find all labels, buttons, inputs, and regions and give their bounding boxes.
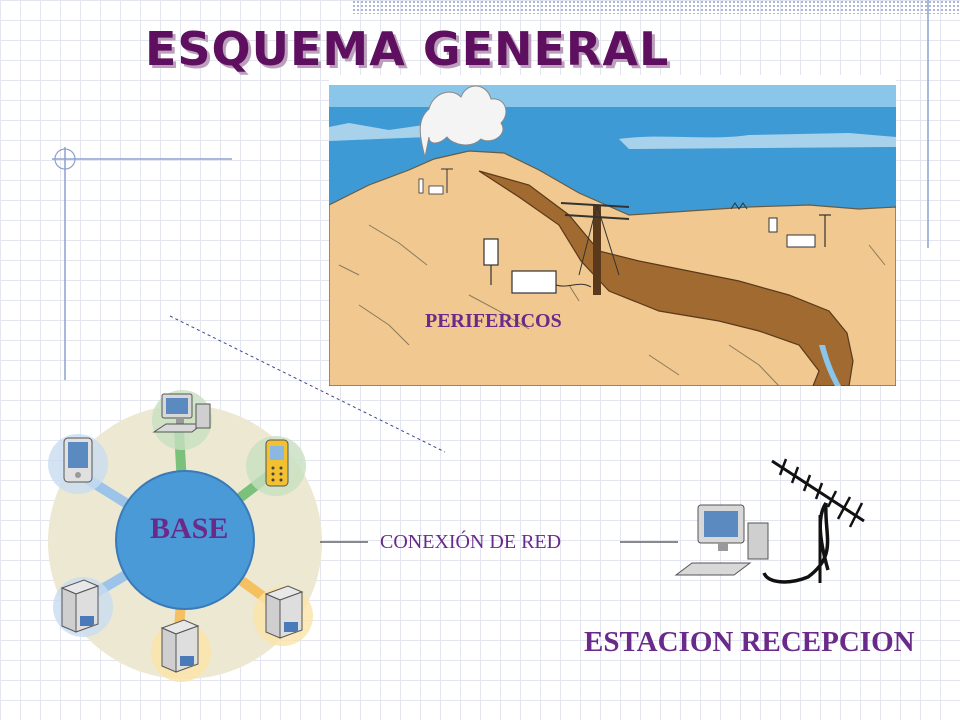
computer-icon <box>152 393 211 433</box>
network-connection-label: CONEXIÓN DE RED <box>380 531 562 553</box>
server-icon <box>60 579 100 633</box>
page-title: ESQUEMA GENERAL <box>145 22 670 76</box>
computer-icon <box>674 504 769 576</box>
base-hub <box>115 470 255 610</box>
peripherals-label: PERIFERICOS <box>425 310 562 332</box>
receiving-station <box>674 458 865 584</box>
network-diagram <box>48 390 322 682</box>
antenna-icon <box>762 458 865 584</box>
phone-icon <box>265 439 289 487</box>
top-dot-band <box>352 0 960 14</box>
connection-lines <box>320 541 678 543</box>
receiving-station-label: ESTACION RECEPCION <box>584 626 915 658</box>
server-icon <box>160 619 200 673</box>
server-icon <box>264 585 304 639</box>
pda-icon <box>63 437 93 483</box>
volcano-landscape <box>329 75 896 386</box>
base-label: BASE <box>150 512 229 545</box>
